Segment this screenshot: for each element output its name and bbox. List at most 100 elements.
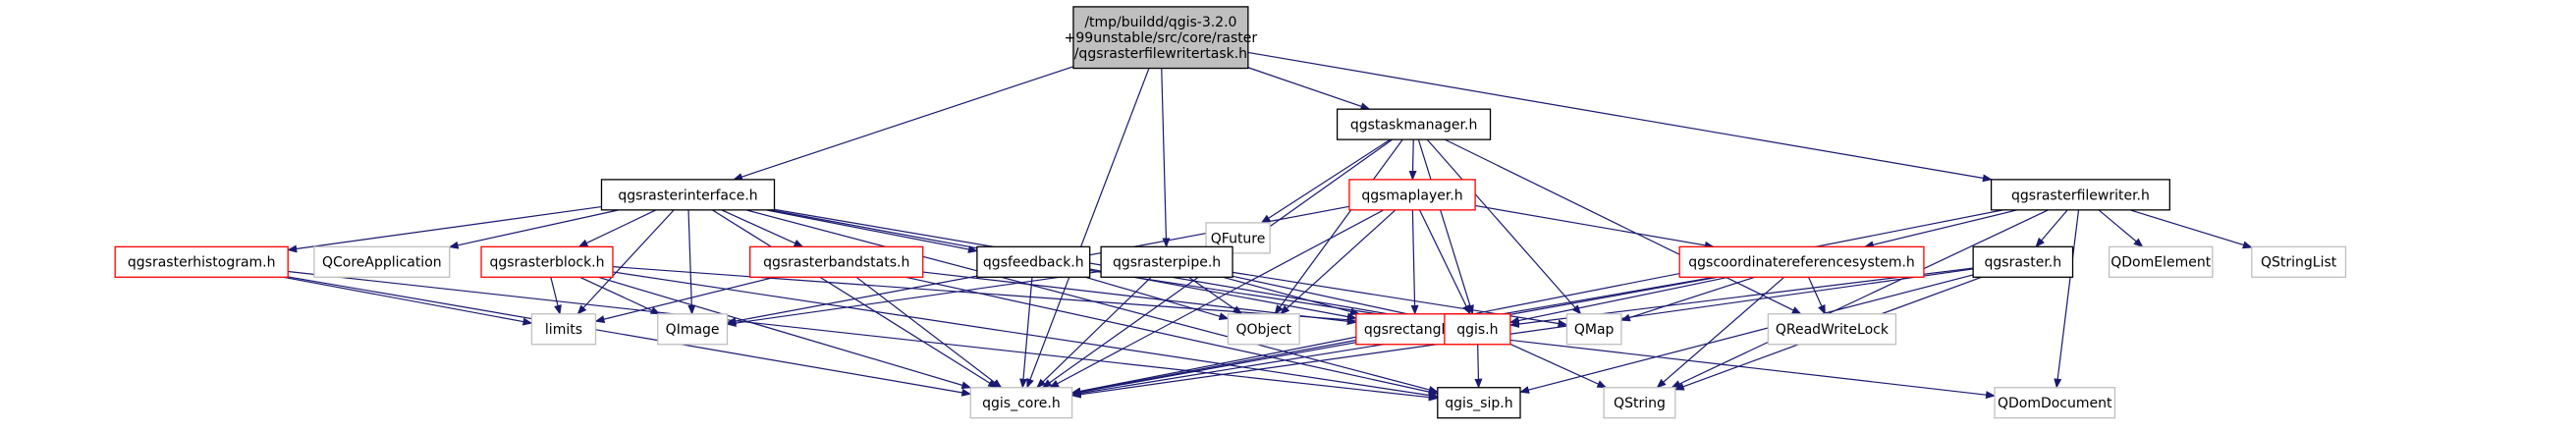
edge-qgsrectangle-to-qgis_core [1070, 339, 1356, 396]
edge-qgsrasterbandstats-to-qgis_sip [905, 276, 1439, 396]
node-qgstaskmanager[interactable]: qgstaskmanager.h [1336, 108, 1492, 140]
node-qgis_sip[interactable]: qgis_sip.h [1437, 387, 1521, 419]
node-label: QMap [1574, 322, 1615, 338]
edge-qgsrasterfilewriter-to-qstring [1671, 209, 2049, 389]
node-label: /tmp/buildd/qgis-3.2.0 [1084, 15, 1236, 30]
node-box [1972, 245, 2074, 278]
edge-qgsrasterpipe-to-qgis_core [1036, 276, 1152, 389]
node-qcoreapplication[interactable]: QCoreApplication [313, 245, 451, 278]
node-label: qgsrasterpipe.h [1113, 255, 1221, 271]
edge-qgsrasterinterface-to-limits [576, 209, 675, 315]
node-qgsrasterfilewriter[interactable]: qgsrasterfilewriter.h [1990, 179, 2170, 211]
edge-qgsfeedback-to-qobject [1085, 276, 1230, 320]
node-label: qgis_sip.h [1445, 396, 1512, 411]
edge-qgsmaplayer-to-qgscrs [1475, 204, 1715, 249]
node-box [1565, 313, 1622, 346]
node-label: qgsraster.h [1985, 255, 2062, 271]
node-box [600, 179, 776, 211]
edge-root-to-qgsrasterfilewriter [1247, 51, 1993, 183]
node-box [1437, 387, 1521, 419]
node-label: qgsrasterhistogram.h [128, 255, 276, 271]
node-box [976, 245, 1091, 278]
edge-root-to-qgsrasterpipe [1161, 68, 1171, 248]
edge-qgsmaplayer-to-qgis_core [1049, 209, 1385, 389]
node-qgsrasterpipe[interactable]: qgsrasterpipe.h [1100, 245, 1233, 278]
edge-qgsrasterfilewriter-to-qgsraster [2035, 209, 2068, 248]
node-box [1994, 387, 2116, 419]
edge-qgstaskmanager-to-qreadwritelock [1444, 138, 1802, 315]
node-label: qgsrectangle.h [1364, 322, 1466, 338]
node-label: QString [1614, 396, 1666, 411]
edge-qgsrasterinterface-to-qcoreapplication [448, 209, 620, 249]
node-qmap[interactable]: QMap [1565, 313, 1622, 346]
node-qgsrasterblock[interactable]: qgsrasterblock.h [480, 245, 614, 278]
node-qgscrs[interactable]: qgscoordinatereferencesystem.h [1678, 245, 1925, 278]
node-qgsmaplayer[interactable]: qgsmaplayer.h [1348, 179, 1476, 211]
node-label: qgis_core.h [982, 396, 1061, 411]
edge-qgscrs-to-qmap [1619, 276, 1755, 322]
edge-root-to-qgsrasterinterface [733, 66, 1074, 181]
edge-qgsrasterfilewriter-to-qgis_core [1070, 209, 2003, 396]
node-box [1767, 313, 1897, 346]
node-label: QFuture [1211, 231, 1266, 246]
node-label: qgsrasterinterface.h [618, 188, 757, 203]
node-box [1444, 313, 1511, 346]
edge-qgsrasterblock-to-limits [550, 277, 562, 315]
node-label: qgsfeedback.h [983, 255, 1084, 271]
edge-qgstaskmanager-to-qgsmaplayer [1408, 139, 1417, 181]
edge-qgsmaplayer-to-qgis [1418, 209, 1471, 315]
edge-qgsrasterfilewriter-to-qgscrs [1863, 209, 2018, 249]
node-qimage[interactable]: QImage [657, 313, 729, 346]
node-qgsrasterinterface[interactable]: qgsrasterinterface.h [600, 179, 776, 211]
node-label: QDomDocument [1998, 396, 2112, 411]
node-qgsrasterhistogram[interactable]: qgsrasterhistogram.h [114, 245, 289, 278]
node-qobject[interactable]: QObject [1227, 313, 1300, 346]
edge-root-to-qgis_core [1026, 68, 1150, 389]
node-qfuture[interactable]: QFuture [1205, 222, 1271, 254]
edge-qgsrasterblock-to-qgis_sip [612, 271, 1439, 400]
node-label: QImage [666, 322, 720, 338]
node-qgis[interactable]: qgis.h [1444, 313, 1511, 346]
node-root[interactable]: /tmp/buildd/qgis-3.2.0+99unstable/src/co… [1065, 6, 1258, 70]
node-qdomelement[interactable]: QDomElement [2108, 245, 2214, 278]
node-box [1100, 245, 1233, 278]
node-box [2108, 245, 2214, 278]
edge-root-to-qgstaskmanager [1247, 67, 1371, 111]
edge-qgsrasterfilewriter-to-qdomdocument [2054, 209, 2080, 389]
edge-qgsrasterpipe-to-qmap [1232, 271, 1568, 328]
node-label: +99unstable/src/core/raster [1065, 30, 1258, 46]
edge-qgsrasterhistogram-to-limits [283, 276, 533, 326]
node-qreadwritelock[interactable]: QReadWriteLock [1767, 313, 1897, 346]
node-qstringlist[interactable]: QStringList [2251, 245, 2347, 278]
node-qdomdocument[interactable]: QDomDocument [1994, 387, 2116, 419]
edge-qgstaskmanager-to-qgis [1417, 138, 1474, 315]
node-label: /qgsrasterfilewritertask.h [1074, 46, 1247, 62]
node-label: qgsmaplayer.h [1361, 188, 1462, 203]
edge-qgsrasterinterface-to-qimage [687, 209, 696, 315]
edge-qgscrs-to-qgis [1508, 276, 1728, 325]
edge-qgstaskmanager-to-qobject [1274, 138, 1403, 315]
nodes-layer: /tmp/buildd/qgis-3.2.0+99unstable/src/co… [114, 6, 2347, 419]
node-qgsraster[interactable]: qgsraster.h [1972, 245, 2074, 278]
node-label: qgis.h [1456, 322, 1498, 338]
edge-qgstaskmanager-to-qfuture [1260, 138, 1391, 224]
edge-qgsrasterinterface-to-qgsrasterhistogram [287, 205, 602, 253]
node-limits[interactable]: limits [530, 313, 597, 346]
node-label: QCoreApplication [322, 255, 442, 271]
node-qstring[interactable]: QString [1603, 387, 1676, 419]
node-box [969, 387, 1073, 419]
node-qgsfeedback[interactable]: qgsfeedback.h [976, 245, 1091, 278]
edge-qgsrasterinterface-to-qgsrasterblock [577, 209, 657, 247]
node-qgis_core[interactable]: qgis_core.h [969, 387, 1073, 419]
node-label: qgsrasterbandstats.h [763, 255, 909, 271]
edge-qgsrasterbandstats-to-limits [594, 276, 776, 323]
edge-qgsrectangle-to-qdomdocument [1474, 335, 1996, 400]
node-label: QDomElement [2110, 255, 2211, 271]
edge-qgsrasterfilewriter-to-qstringlist [2129, 209, 2253, 249]
edge-qgsrasterhistogram-to-qgis_sip [288, 270, 1439, 402]
node-box [1227, 313, 1300, 346]
node-box [313, 245, 451, 278]
node-qgsrasterbandstats[interactable]: qgsrasterbandstats.h [749, 245, 924, 278]
edge-qgsrasterinterface-to-qgsrasterbandstats [721, 209, 804, 247]
node-box [1990, 179, 2170, 211]
